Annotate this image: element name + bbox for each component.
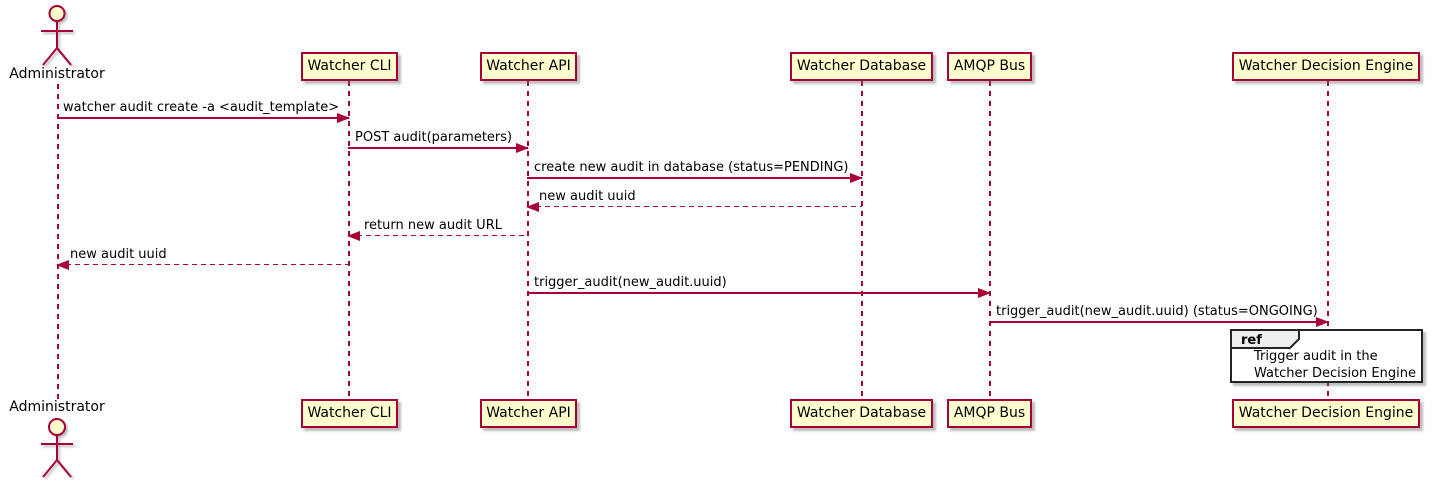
message-new-audit-uuid-admin: new audit uuid [56, 247, 349, 270]
arrowhead-right-icon [337, 113, 350, 123]
message-label: new audit uuid [539, 189, 636, 204]
message-line [527, 206, 862, 208]
arrowhead-right-icon [850, 173, 863, 183]
ref-fragment: ref Trigger audit in the Watcher Decisio… [1230, 329, 1423, 383]
message-post-audit: POST audit(parameters) [348, 130, 529, 153]
arrowhead-left-icon [347, 231, 360, 241]
message-label: watcher audit create -a <audit_template> [63, 100, 340, 115]
message-label: new audit uuid [70, 247, 167, 262]
message-create-audit-db: create new audit in database (status=PEN… [527, 160, 863, 183]
arrowhead-right-icon [1316, 317, 1329, 327]
message-label: POST audit(parameters) [355, 130, 513, 145]
ref-tab-icon: ref [1230, 329, 1300, 349]
arrowhead-right-icon [516, 143, 529, 153]
participant-watcher-database-bottom: Watcher Database [790, 399, 933, 428]
ref-text-line2: Watcher Decision Engine [1254, 366, 1416, 381]
participant-watcher-cli-bottom: Watcher CLI [301, 399, 398, 428]
administrator-actor-icon [41, 5, 73, 66]
participant-watcher-api-top: Watcher API [480, 52, 577, 81]
actor-label-bottom: Administrator [9, 399, 105, 415]
actor-label-top: Administrator [9, 66, 105, 82]
administrator-actor-icon-bottom [41, 418, 73, 478]
message-label: trigger_audit(new_audit.uuid) [534, 275, 727, 290]
participant-watcher-database-top: Watcher Database [790, 52, 933, 81]
lifeline-watcher-api [527, 81, 529, 399]
participant-watcher-decision-engine-top: Watcher Decision Engine [1232, 52, 1420, 81]
message-label: return new audit URL [364, 218, 502, 233]
arrowhead-left-icon [526, 202, 539, 212]
ref-keyword: ref [1241, 333, 1262, 348]
participant-watcher-api-bottom: Watcher API [480, 399, 577, 428]
message-line [57, 117, 349, 119]
message-line [57, 264, 349, 266]
message-label: create new audit in database (status=PEN… [534, 160, 849, 175]
lifeline-watcher-database [861, 81, 863, 399]
message-line [989, 321, 1328, 323]
arrowhead-left-icon [56, 260, 69, 270]
participant-amqp-bus-top: AMQP Bus [947, 52, 1032, 81]
ref-text-line1: Trigger audit in the [1254, 349, 1378, 364]
participant-watcher-decision-engine-bottom: Watcher Decision Engine [1232, 399, 1420, 428]
message-trigger-audit: trigger_audit(new_audit.uuid) [527, 275, 991, 298]
lifeline-administrator [57, 84, 59, 399]
message-trigger-audit-ongoing: trigger_audit(new_audit.uuid) (status=ON… [989, 304, 1329, 327]
lifeline-amqp-bus [989, 81, 991, 399]
message-label: trigger_audit(new_audit.uuid) (status=ON… [996, 304, 1318, 319]
message-return-audit-url: return new audit URL [347, 218, 528, 241]
message-new-audit-uuid-return: new audit uuid [526, 189, 862, 212]
message-line [527, 292, 990, 294]
message-line [348, 147, 528, 149]
message-audit-create: watcher audit create -a <audit_template> [57, 100, 350, 123]
participant-watcher-cli-top: Watcher CLI [301, 52, 398, 81]
arrowhead-right-icon [978, 288, 991, 298]
lifeline-watcher-decision-engine [1327, 81, 1329, 399]
message-line [527, 177, 862, 179]
participant-amqp-bus-bottom: AMQP Bus [947, 399, 1032, 428]
ref-text: Trigger audit in the Watcher Decision En… [1254, 348, 1416, 382]
message-line [348, 235, 528, 237]
